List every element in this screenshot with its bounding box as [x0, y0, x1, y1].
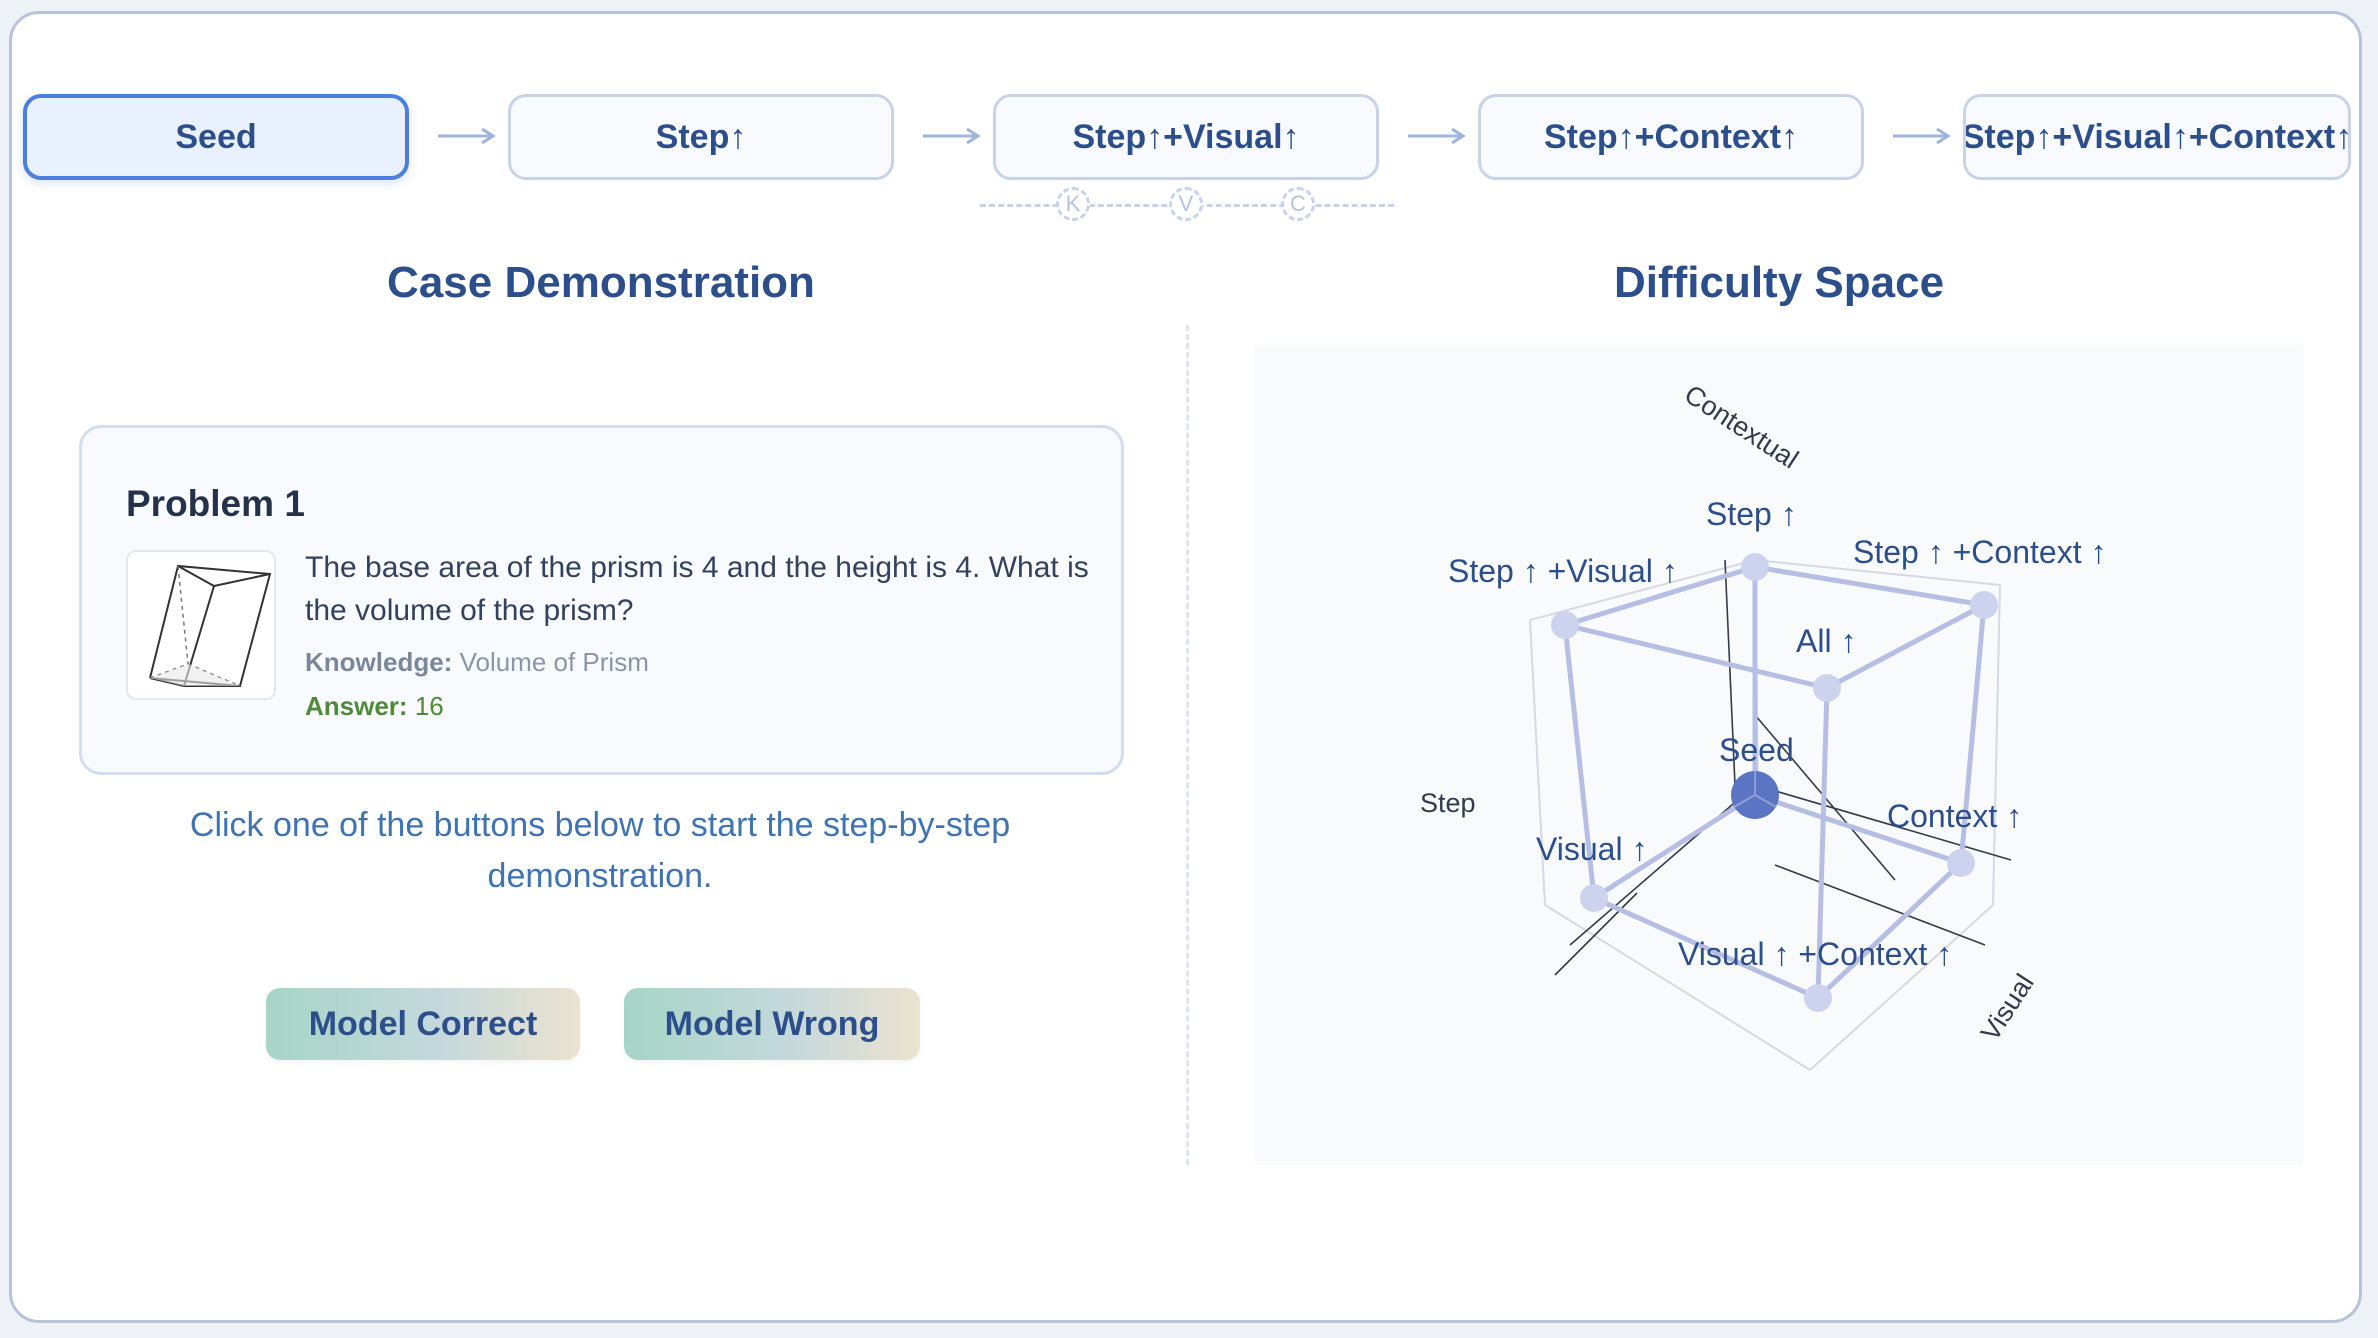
node-visual[interactable] — [1580, 884, 1608, 912]
arrow-right-icon — [438, 127, 496, 145]
problem-card: Problem 1 The base area of the prism is … — [79, 425, 1124, 775]
cube-nodes — [1551, 553, 1998, 1012]
marker-visual: V — [1169, 187, 1203, 221]
node-context[interactable] — [1947, 849, 1975, 877]
prism-figure-icon — [126, 550, 276, 700]
difficulty-plot-background — [1255, 345, 2303, 1165]
step-step-context-button[interactable]: Step↑+Context↑ — [1478, 94, 1864, 180]
node-step-visual[interactable] — [1551, 611, 1579, 639]
label-step: Step ↑ — [1706, 496, 1797, 532]
model-wrong-button[interactable]: Model Wrong — [624, 988, 920, 1060]
node-step[interactable] — [1741, 553, 1769, 581]
label-step-context: Step ↑ +Context ↑ — [1853, 534, 2106, 570]
step-all-button[interactable]: Step↑+Visual↑+Context↑ — [1963, 94, 2351, 180]
label-context: Context ↑ — [1887, 798, 2022, 834]
arrow-right-icon — [1893, 127, 1951, 145]
demonstration-hint: Click one of the buttons below to start … — [189, 806, 1011, 895]
step-seed-button[interactable]: Seed — [23, 94, 409, 180]
node-step-context[interactable] — [1970, 591, 1998, 619]
knowledge-value: Volume of Prism — [459, 647, 649, 677]
node-visual-context[interactable] — [1804, 984, 1832, 1012]
marker-knowledge: K — [1056, 187, 1090, 221]
case-demonstration-title: Case Demonstration — [387, 258, 815, 307]
knowledge-line: Knowledge: Volume of Prism — [305, 647, 649, 678]
arrow-right-icon — [1408, 127, 1466, 145]
axis-label-visual: Visual — [1975, 969, 2040, 1047]
answer-label: Answer: — [305, 691, 408, 721]
section-divider — [1186, 325, 1189, 1165]
seed-node-facets — [1733, 771, 1777, 808]
difficulty-cube — [1562, 564, 1987, 1001]
node-all[interactable] — [1813, 674, 1841, 702]
arrow-right-icon — [923, 127, 981, 145]
label-step-visual: Step ↑ +Visual ↑ — [1448, 553, 1678, 589]
difficulty-space-plot[interactable]: Step ↑ Step ↑ +Visual ↑ Step ↑ +Context … — [1255, 345, 2303, 1165]
problem-title: Problem 1 — [126, 483, 305, 524]
step-step-visual-button[interactable]: Step↑+Visual↑ — [993, 94, 1379, 180]
answer-value: 16 — [414, 691, 444, 721]
marker-context: C — [1281, 187, 1315, 221]
label-visual: Visual ↑ — [1536, 831, 1647, 867]
difficulty-space-title: Difficulty Space — [1613, 258, 1945, 307]
axis-label-contextual: Contextual — [1679, 379, 1804, 474]
label-seed: Seed — [1719, 732, 1794, 768]
problem-question: The base area of the prism is 4 and the … — [305, 551, 1089, 627]
step-step-up-button[interactable]: Step↑ — [508, 94, 894, 180]
label-all: All ↑ — [1796, 623, 1856, 659]
knowledge-label: Knowledge: — [305, 647, 453, 677]
axis-label-step: Step — [1420, 788, 1476, 818]
model-correct-button[interactable]: Model Correct — [266, 988, 580, 1060]
answer-line: Answer: 16 — [305, 691, 444, 722]
label-visual-context: Visual ↑ +Context ↑ — [1678, 936, 1952, 972]
